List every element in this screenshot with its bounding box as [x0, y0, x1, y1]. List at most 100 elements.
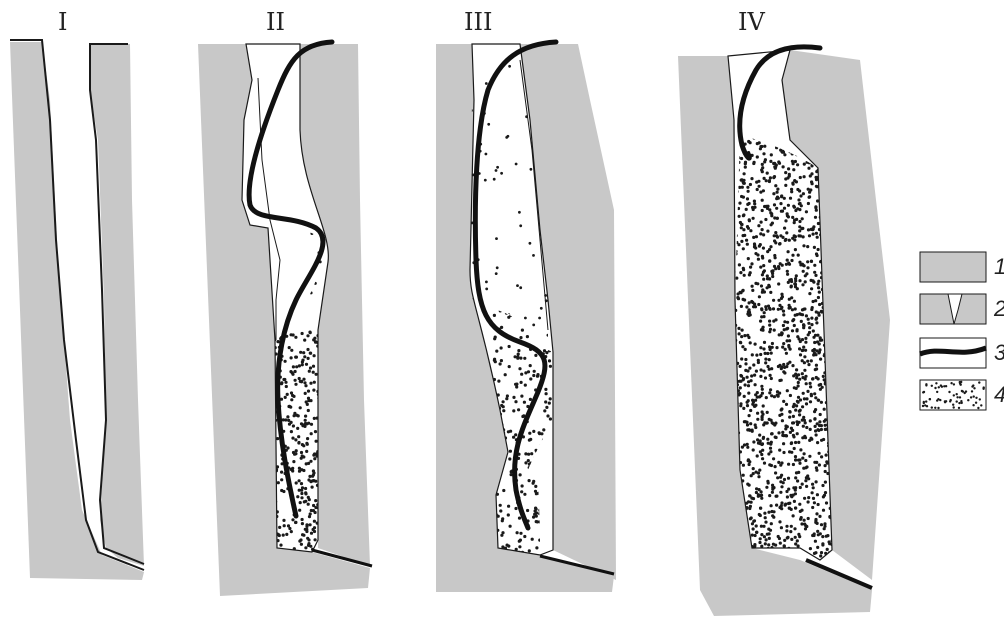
stipple-dot	[764, 352, 767, 355]
stipple-dot	[797, 544, 800, 547]
stipple-dot	[971, 385, 973, 387]
stipple-dot	[783, 320, 786, 323]
stipple-dot	[774, 267, 777, 270]
stipple-dot	[757, 359, 760, 362]
stipple-dot	[816, 441, 819, 444]
stipple-dot	[738, 186, 741, 189]
stipple-dot	[299, 380, 302, 383]
stipple-dot	[764, 542, 767, 545]
stipple-dot	[749, 229, 752, 232]
stipple-dot	[795, 471, 798, 474]
stipple-dot	[787, 463, 790, 466]
stipple-dot	[529, 398, 532, 401]
stipple-dot	[798, 535, 801, 538]
stipple-dot	[543, 349, 546, 352]
stipple-dot	[768, 248, 771, 251]
stipple-dot	[769, 388, 772, 391]
stipple-dot	[813, 341, 816, 344]
stipple-dot	[809, 428, 812, 431]
stipple-dot	[502, 400, 505, 403]
stipple-dot	[802, 346, 805, 349]
stipple-dot	[290, 349, 293, 352]
stipple-dot	[512, 409, 515, 412]
stipple-dot	[529, 364, 532, 367]
stipple-dot	[501, 545, 504, 548]
stipple-dot	[755, 235, 758, 238]
stipple-dot	[739, 341, 742, 344]
stipple-dot	[290, 530, 293, 533]
stipple-dot	[292, 333, 295, 336]
stipple-dot	[284, 418, 287, 421]
stipple-dot	[304, 422, 307, 425]
stipple-dot	[806, 360, 809, 363]
stipple-dot	[780, 333, 783, 336]
stipple-dot	[312, 473, 315, 476]
stipple-dot	[748, 463, 751, 466]
stipple-dot	[797, 198, 800, 201]
stipple-dot	[802, 425, 805, 428]
stipple-dot	[771, 342, 774, 345]
stipple-dot	[821, 386, 824, 389]
stipple-dot	[508, 457, 511, 460]
stipple-dot	[934, 387, 936, 389]
stipple-dot	[807, 500, 810, 503]
stipple-dot	[496, 166, 499, 169]
stipple-dot	[791, 364, 794, 367]
stipple-dot	[292, 395, 295, 398]
stipple-dot	[501, 531, 504, 534]
stipple-dot	[814, 368, 817, 371]
stipple-dot	[815, 364, 818, 367]
stipple-dot	[307, 409, 310, 412]
stipple-dot	[817, 377, 820, 380]
stipple-dot	[760, 497, 763, 500]
stipple-dot	[523, 535, 526, 538]
stipple-dot	[774, 184, 777, 187]
stipple-dot	[786, 270, 789, 273]
stipple-dot	[778, 520, 781, 523]
stipple-dot	[803, 497, 806, 500]
stipple-dot	[519, 473, 522, 476]
stipple-dot	[810, 287, 813, 290]
stipple-dot	[816, 493, 819, 496]
stipple-dot	[780, 366, 783, 369]
stipple-dot	[788, 298, 791, 301]
stipple-dot	[764, 218, 767, 221]
stipple-dot	[806, 260, 809, 263]
stipple-dot	[288, 346, 291, 349]
stipple-dot	[500, 346, 503, 349]
stipple-dot	[813, 417, 816, 420]
stipple-dot	[529, 242, 532, 245]
stipple-dot	[810, 437, 813, 440]
stipple-dot	[763, 290, 766, 293]
stipple-dot	[764, 158, 767, 161]
stipple-dot	[810, 172, 813, 175]
stipple-dot	[305, 400, 308, 403]
stipple-dot	[747, 380, 750, 383]
stipple-dot	[761, 166, 764, 169]
stipple-dot	[298, 509, 301, 512]
panel-label: IV	[738, 8, 765, 36]
stipple-dot	[765, 396, 768, 399]
stipple-dot	[766, 277, 769, 280]
stipple-dot	[744, 362, 747, 365]
stipple-dot	[805, 382, 808, 385]
stipple-dot	[782, 310, 785, 313]
stipple-dot	[815, 252, 818, 255]
stipple-dot	[749, 409, 752, 412]
stipple-dot	[925, 400, 927, 402]
stipple-dot	[544, 294, 547, 297]
stipple-dot	[982, 388, 984, 390]
stipple-dot	[504, 373, 507, 376]
stipple-dot	[292, 451, 295, 454]
stipple-dot	[759, 353, 762, 356]
stipple-dot	[769, 176, 772, 179]
stipple-dot	[831, 554, 834, 557]
stipple-dot	[823, 558, 826, 561]
stipple-dot	[761, 170, 764, 173]
stipple-dot	[301, 533, 304, 536]
stipple-dot	[823, 522, 826, 525]
stipple-dot	[782, 165, 785, 168]
stipple-dot	[748, 273, 751, 276]
stipple-dot	[798, 279, 801, 282]
stipple-dot	[306, 334, 309, 337]
